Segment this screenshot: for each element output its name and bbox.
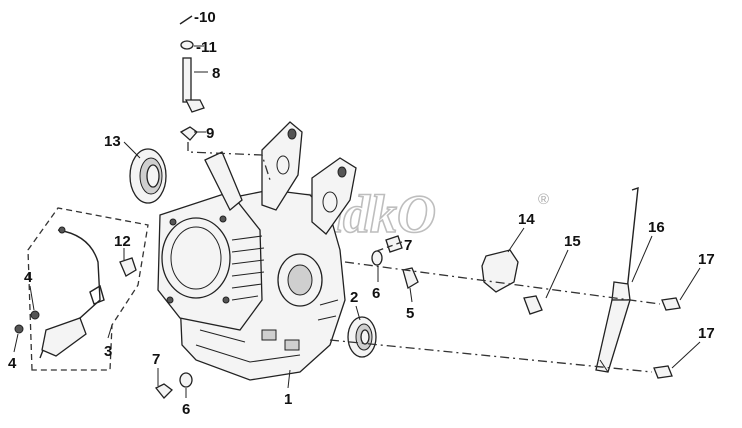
callout-11: -11 <box>196 39 217 56</box>
oil-seal-2 <box>347 316 377 358</box>
leader-lines <box>13 45 701 398</box>
callout-8: 8 <box>212 65 220 82</box>
callout-5: 5 <box>406 305 414 322</box>
callout-14: 14 <box>518 211 535 228</box>
watermark-registered-mark: ® <box>538 191 549 208</box>
oil-seal-13 <box>129 148 167 204</box>
callout-1: 1 <box>284 391 292 408</box>
callout-3: 3 <box>104 343 112 360</box>
callout-2: 2 <box>350 289 358 306</box>
crankcase <box>157 121 357 381</box>
callout-6-upper: 6 <box>372 285 380 302</box>
callout-12: 12 <box>114 233 131 250</box>
breather-assembly <box>14 207 149 371</box>
callout-4-upper: 4 <box>24 269 33 286</box>
callout-16: 16 <box>648 219 665 236</box>
callout-17-lower: 17 <box>698 325 715 342</box>
stud-stack <box>179 15 271 181</box>
callout-7-upper: 7 <box>404 237 412 254</box>
right-side-parts <box>154 186 681 399</box>
callout-17-upper: 17 <box>698 251 715 268</box>
callout-labels: -10 -11 8 9 13 12 4 4 3 7 6 1 2 7 6 5 14… <box>8 9 715 418</box>
callout-6-lower: 6 <box>182 401 190 418</box>
callout-9: 9 <box>206 125 214 142</box>
callout-15: 15 <box>564 233 581 250</box>
callout-10: -10 <box>194 9 216 26</box>
callout-13: 13 <box>104 133 121 150</box>
callout-7-lower: 7 <box>152 351 160 368</box>
callout-4-lower: 4 <box>8 355 17 372</box>
